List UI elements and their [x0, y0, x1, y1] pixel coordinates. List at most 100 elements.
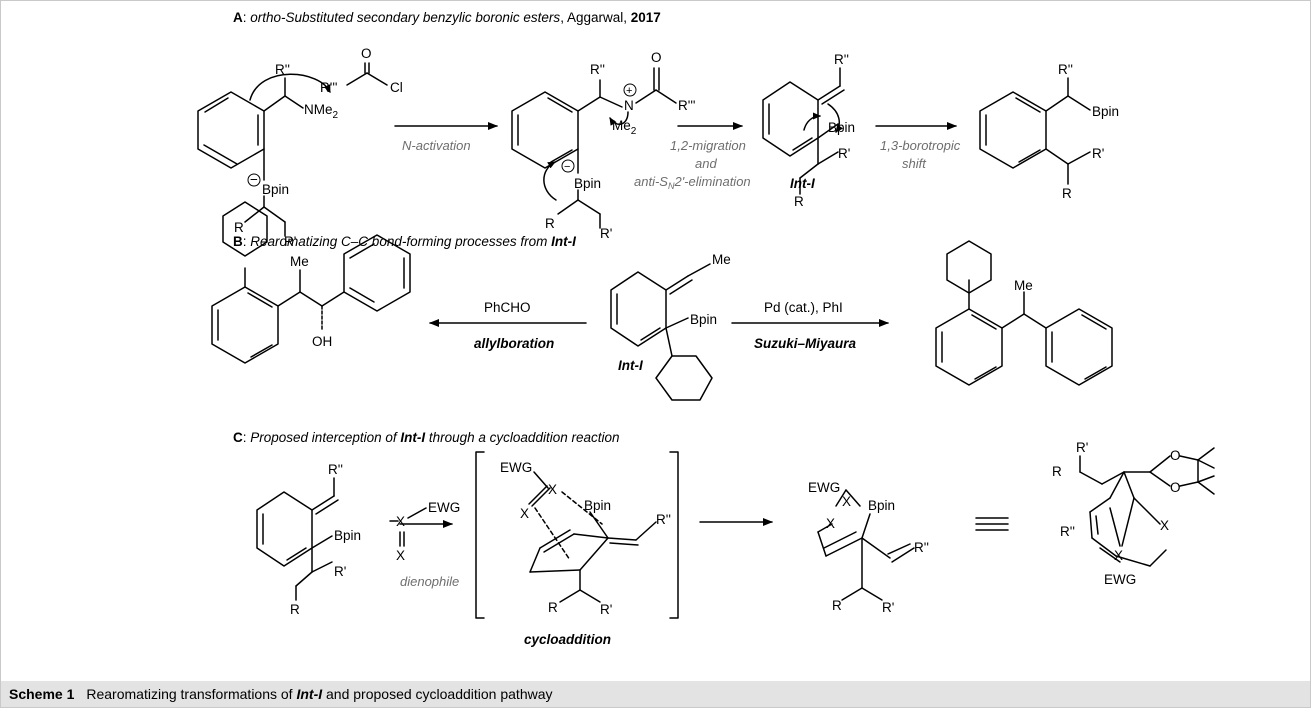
adduct-bpin: Bpin: [868, 498, 895, 513]
cycloadduct-3d: [1079, 447, 1215, 567]
arrow-migration-line3: anti-SN2'-elimination: [634, 174, 751, 191]
b-int-bpin: Bpin: [690, 312, 717, 327]
a3-int-label: Int-I: [790, 176, 815, 191]
dienophile: [389, 507, 427, 547]
transition-state: [528, 471, 657, 603]
dienophile-x1: X: [396, 514, 405, 529]
bracket-left: [475, 451, 485, 619]
arrow-n-activation-label: N-activation: [402, 138, 471, 153]
adduct-x1: X: [842, 494, 851, 509]
panel-a-molecule-1: [197, 73, 331, 237]
a2-r: R: [545, 216, 555, 231]
panel-c-title: Proposed interception of: [250, 430, 400, 445]
b-left-oh: OH: [312, 334, 332, 349]
b-left-me: Me: [290, 254, 309, 269]
panel-c-int-i: [256, 477, 339, 601]
caption-label: Scheme 1: [9, 686, 75, 702]
a2-r1: R': [600, 226, 612, 241]
ts-ewg: EWG: [500, 460, 532, 475]
equivalence-sign: [975, 517, 1009, 531]
ts-r: R: [548, 600, 558, 615]
a1-minus: −: [250, 172, 258, 187]
a2-bpin: Bpin: [574, 176, 601, 191]
d3-x1: X: [1160, 518, 1169, 533]
a3-r2: R'': [834, 52, 849, 67]
c1-r2: R'': [328, 462, 343, 477]
a1-bpin: Bpin: [262, 182, 289, 197]
d3-x2: X: [1114, 548, 1123, 563]
a3-r: R: [794, 194, 804, 209]
ts-cycloaddition-label: cycloaddition: [524, 632, 611, 647]
d3-r1: R': [1076, 440, 1088, 455]
a4-bpin: Bpin: [1092, 104, 1119, 119]
ts-bpin: Bpin: [584, 498, 611, 513]
arrow-borotropic-line1: 1,3-borotropic: [880, 138, 961, 153]
panel-c-letter: C: [233, 430, 243, 445]
a2-minus: −: [564, 161, 570, 173]
a1-r1: R': [284, 234, 296, 249]
bracket-right: [669, 451, 679, 619]
ts-r2: R'': [656, 512, 671, 527]
b-left-name: allylboration: [474, 336, 554, 351]
b-right-me: Me: [1014, 278, 1033, 293]
panel-a-letter: A: [233, 10, 243, 25]
a1-r: R: [234, 220, 244, 235]
a3-bpin: Bpin: [828, 120, 855, 135]
caption-text-2: and proposed cycloaddition pathway: [322, 686, 553, 702]
ts-x2: X: [520, 506, 529, 521]
acyl-o: O: [361, 46, 372, 61]
panel-b-title: Rearomatizing C–C bond-forming processes…: [250, 234, 551, 249]
panel-b-header: B: Rearomatizing C–C bond-forming proces…: [233, 234, 576, 249]
a2-o: O: [651, 50, 662, 65]
b-right-name: Suzuki–Miyaura: [754, 336, 857, 351]
a4-r: R: [1062, 186, 1072, 201]
d3-o1: O: [1170, 448, 1181, 463]
scheme-caption: Scheme 1 Rearomatizing transformations of…: [1, 681, 1310, 707]
acyl-cl: Cl: [390, 80, 403, 95]
b-int-me: Me: [712, 252, 731, 267]
c1-bpin: Bpin: [334, 528, 361, 543]
panel-a-int-i: [762, 67, 845, 195]
a2-r3: R''': [678, 98, 695, 113]
ts-r1: R': [600, 602, 612, 617]
panel-b-title-int: Int-I: [551, 234, 576, 249]
b-int-label: Int-I: [618, 358, 643, 373]
panel-c-header: C: Proposed interception of Int-I throug…: [233, 430, 620, 445]
a2-me2: Me2: [612, 118, 637, 137]
caption-text-1: Rearomatizing transformations of: [86, 686, 297, 702]
a2-plus: +: [626, 85, 632, 97]
panel-a-product: [979, 77, 1091, 185]
a2-n: N: [624, 98, 634, 113]
panel-a-molecule-2: [511, 67, 677, 229]
panel-b-suzuki-product: [935, 240, 1113, 386]
adduct-r2: R'': [914, 540, 929, 555]
panel-b-int-i: [610, 263, 713, 401]
b-right-reagent: Pd (cat.), PhI: [764, 300, 843, 315]
dienophile-x2: X: [396, 548, 405, 563]
caption-int-i: Int-I: [296, 686, 323, 702]
d3-r: R: [1052, 464, 1062, 479]
d3-r2: R'': [1060, 524, 1075, 539]
arrow-migration-line2: and: [695, 156, 717, 171]
panel-c-title-end: through a cycloaddition reaction: [425, 430, 619, 445]
dienophile-label: dienophile: [400, 574, 459, 589]
acyl-r3: R''': [320, 80, 337, 95]
d3-ewg: EWG: [1104, 572, 1136, 587]
arrow-migration-line1: 1,2-migration: [670, 138, 746, 153]
adduct-r1: R': [882, 600, 894, 615]
panel-b-letter: B: [233, 234, 243, 249]
ts-x1: X: [548, 482, 557, 497]
d3-o2: O: [1170, 480, 1181, 495]
adduct-r: R: [832, 598, 842, 613]
adduct-x2: X: [826, 516, 835, 531]
panel-a-title: ortho-Substituted secondary benzylic bor…: [250, 10, 560, 25]
panel-a-year: 2017: [631, 10, 661, 25]
a3-r1: R': [838, 146, 850, 161]
panel-a-header: A: ortho-Substituted secondary benzylic …: [233, 10, 661, 25]
a1-nme2: NMe2: [304, 102, 339, 121]
cycloadduct: [817, 489, 915, 601]
dienophile-ewg: EWG: [428, 500, 460, 515]
panel-a-author: , Aggarwal,: [560, 10, 631, 25]
panel-c-title-int: Int-I: [400, 430, 425, 445]
